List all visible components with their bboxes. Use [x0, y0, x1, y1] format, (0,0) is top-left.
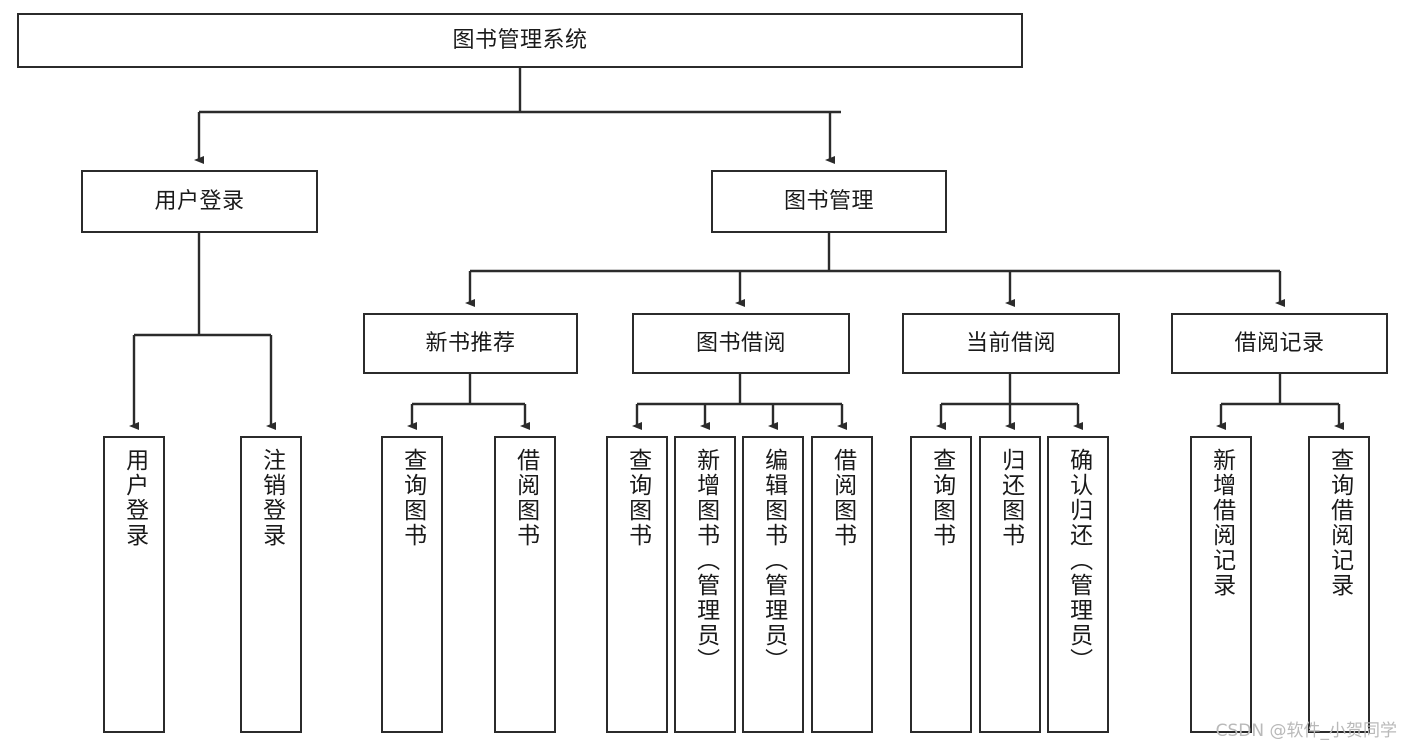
leaf-current-query-book[interactable]: 查询图书	[910, 436, 972, 733]
node-current-borrow-label: 当前借阅	[965, 330, 1056, 356]
node-new-book-recommend-label: 新书推荐	[425, 330, 516, 356]
node-book-management-label: 图书管理	[783, 188, 874, 214]
leaf-label: 查询借阅记录	[1326, 448, 1353, 598]
leaf-record-add-record[interactable]: 新增借阅记录	[1190, 436, 1252, 733]
leaf-label: 新增图书（管理员）	[692, 448, 719, 673]
leaf-recommend-query-book[interactable]: 查询图书	[381, 436, 443, 733]
node-new-book-recommend[interactable]: 新书推荐	[363, 313, 578, 374]
leaf-label: 归还图书	[997, 448, 1024, 548]
node-root-label: 图书管理系统	[452, 27, 588, 53]
leaf-borrow-query-book[interactable]: 查询图书	[606, 436, 668, 733]
leaf-label: 编辑图书（管理员）	[760, 448, 787, 673]
leaf-current-confirm-return[interactable]: 确认归还（管理员）	[1047, 436, 1109, 733]
node-book-management[interactable]: 图书管理	[711, 170, 947, 233]
leaf-borrow-edit-book[interactable]: 编辑图书（管理员）	[742, 436, 804, 733]
leaf-user-login-login[interactable]: 用户登录	[103, 436, 165, 733]
node-user-login-label: 用户登录	[154, 188, 245, 214]
node-book-borrow-label: 图书借阅	[695, 330, 786, 356]
watermark: CSDN @软件_小贺同学	[1215, 721, 1397, 741]
leaf-label: 注销登录	[258, 448, 285, 548]
node-user-login[interactable]: 用户登录	[81, 170, 318, 233]
leaf-label: 确认归还（管理员）	[1065, 448, 1092, 673]
leaf-label: 借阅图书	[829, 448, 856, 548]
leaf-label: 查询图书	[928, 448, 955, 548]
node-current-borrow[interactable]: 当前借阅	[902, 313, 1120, 374]
leaf-recommend-borrow-book[interactable]: 借阅图书	[494, 436, 556, 733]
leaf-label: 用户登录	[121, 448, 148, 548]
leaf-borrow-borrow-book[interactable]: 借阅图书	[811, 436, 873, 733]
node-root[interactable]: 图书管理系统	[17, 13, 1023, 68]
leaf-borrow-add-book[interactable]: 新增图书（管理员）	[674, 436, 736, 733]
leaf-user-login-logout[interactable]: 注销登录	[240, 436, 302, 733]
node-borrow-record-label: 借阅记录	[1234, 330, 1325, 356]
leaf-label: 借阅图书	[512, 448, 539, 548]
leaf-record-query-record[interactable]: 查询借阅记录	[1308, 436, 1370, 733]
node-borrow-record[interactable]: 借阅记录	[1171, 313, 1388, 374]
leaf-label: 查询图书	[399, 448, 426, 548]
leaf-label: 查询图书	[624, 448, 651, 548]
leaf-current-return-book[interactable]: 归还图书	[979, 436, 1041, 733]
node-book-borrow[interactable]: 图书借阅	[632, 313, 850, 374]
leaf-label: 新增借阅记录	[1208, 448, 1235, 598]
